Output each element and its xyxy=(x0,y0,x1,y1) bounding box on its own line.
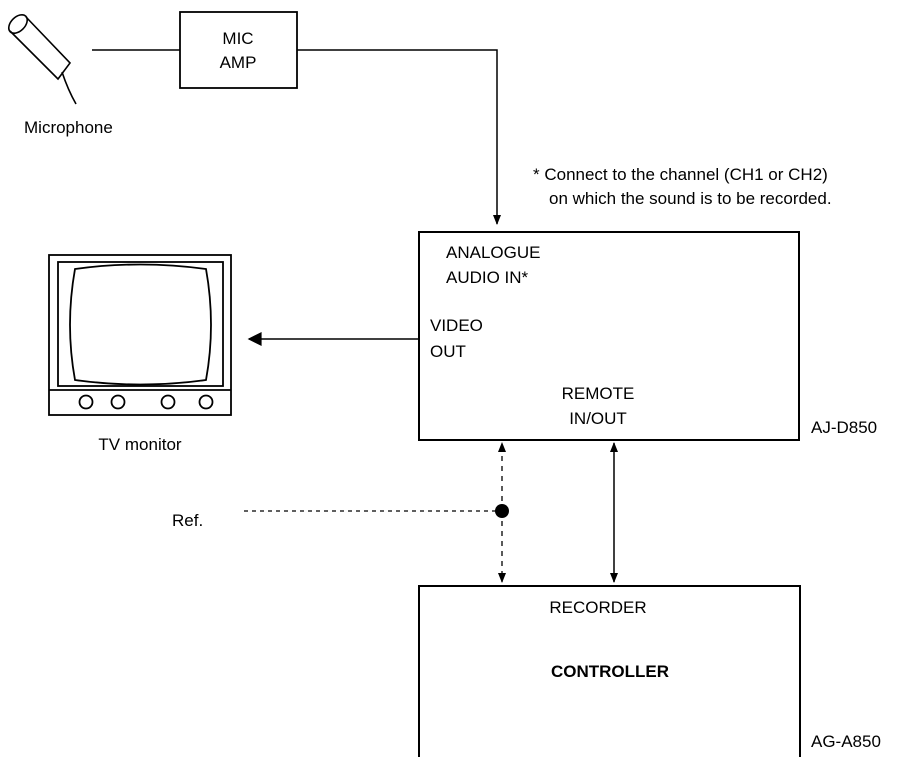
vtr-box xyxy=(418,231,800,441)
microphone-label: Microphone xyxy=(24,118,113,137)
amp-to-audio-in-cable xyxy=(297,49,501,225)
audio-in-label-line1: ANALOGUE xyxy=(446,243,540,262)
ref-label: Ref. xyxy=(172,511,203,530)
tv-monitor-icon xyxy=(48,254,232,416)
video-out-label-line2: OUT xyxy=(430,342,466,361)
note-line2: on which the sound is to be recorded. xyxy=(549,189,832,208)
audio-in-label-line2: AUDIO IN* xyxy=(446,268,529,287)
controller-title: CONTROLLER xyxy=(551,662,669,681)
video-out-label-line1: VIDEO xyxy=(430,316,483,335)
remote-label-line1: REMOTE xyxy=(562,384,635,403)
note-line1: * Connect to the channel (CH1 or CH2) xyxy=(533,165,828,184)
remote-label-line2: IN/OUT xyxy=(569,409,627,428)
vtr-model-label: AJ-D850 xyxy=(811,418,877,437)
controller-box xyxy=(418,585,801,757)
controller-top-label: RECORDER xyxy=(549,598,646,617)
controller-model-label: AG-A850 xyxy=(811,732,881,751)
mic-amp-label-line1: MIC xyxy=(222,29,253,48)
tv-monitor-label: TV monitor xyxy=(98,435,181,454)
mic-amp-box xyxy=(179,11,298,89)
microphone-icon xyxy=(7,13,77,105)
mic-amp-label-line2: AMP xyxy=(220,53,257,72)
